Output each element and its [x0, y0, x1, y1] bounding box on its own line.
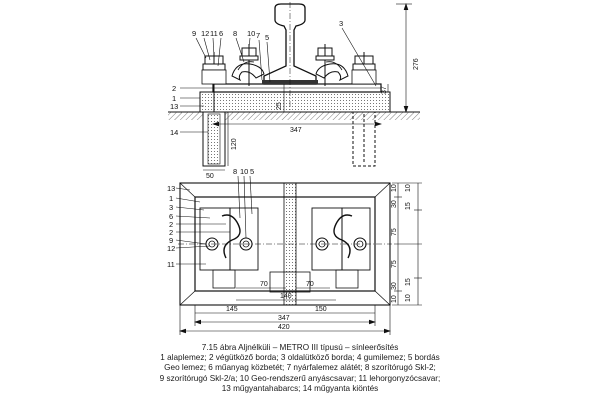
callout-7: 7 [256, 31, 260, 40]
plan-callout-2a: 2 [169, 220, 173, 229]
callout-3: 3 [339, 19, 343, 28]
plan-dim-145: 145 [226, 306, 238, 313]
clip-right [315, 63, 349, 82]
plan-callout-13: 13 [167, 184, 175, 193]
dim-25-label: 25 [276, 102, 283, 110]
plan-clip-right [333, 214, 353, 259]
dim-120-label: 120 [231, 138, 238, 150]
plan-callout-3: 3 [169, 203, 173, 212]
callout-10: 10 [247, 29, 255, 38]
caption-title: 7.15 ábra Aljnélküli – METRO III típusú … [201, 343, 399, 352]
dim-50-label: 50 [206, 173, 214, 180]
ground-hatch [168, 112, 420, 120]
caption-line-4: 13 műgyantahabarcs; 14 műgyanta kiöntés [221, 383, 379, 393]
dim-276-label: 276 [413, 58, 420, 70]
plan-dim-347: 347 [278, 315, 290, 322]
plan-dim-r5: 75 [391, 260, 398, 268]
section-labels: 9 12 11 6 8 10 7 5 3 2 1 13 14 276 25 37… [170, 19, 420, 180]
plan-dim-r7: 10 [405, 294, 412, 302]
plan-callout-2b: 2 [169, 228, 173, 237]
plan-dim-r1: 30 [391, 200, 398, 208]
plan-dim-bottom [179, 287, 391, 335]
concrete-slab [199, 91, 391, 113]
plan-clip-left [221, 214, 241, 259]
caption-line-2: Geo lemez; 6 műanyag közbetét; 7 nyárfal… [164, 363, 436, 373]
dim-width-347 [212, 121, 382, 127]
anchor-pit-right [352, 111, 376, 167]
plan-labels: 8 10 5 13 1 3 6 2 2 9 12 11 10 30 10 15 … [167, 167, 412, 331]
dim-height-276 [396, 3, 412, 113]
plan-dim-70a: 70 [260, 281, 268, 288]
callout-8: 8 [233, 29, 237, 38]
plan-callout-11: 11 [167, 260, 175, 269]
caption-line-1: 1 alaplemez; 2 végütköző borda; 3 oldalü… [160, 353, 440, 363]
anchor-bolt-left [201, 52, 227, 158]
plan-dim-420: 420 [278, 324, 290, 331]
plan-dim-140: 140 [280, 293, 292, 300]
rail-profile [263, 3, 317, 85]
plan-dim-r6: 15 [405, 278, 412, 286]
callout-12: 12 [201, 29, 209, 38]
plan-dim-150: 150 [315, 306, 327, 313]
plan-callout-12: 12 [167, 244, 175, 253]
clip-left [231, 63, 265, 82]
plan-dim-r2: 10 [405, 184, 412, 192]
callout-5: 5 [265, 33, 269, 42]
plan-dim-r8: 30 [391, 282, 398, 290]
plan-dim-chain [392, 182, 422, 306]
callout-11: 11 [210, 29, 218, 38]
callout-13: 13 [170, 102, 178, 111]
plan-callout-8: 8 [233, 167, 237, 176]
plan-dim-r4: 75 [391, 228, 398, 236]
plan-leaders [175, 175, 253, 265]
plan-dim-r9: 10 [391, 295, 398, 303]
bolt-left [239, 44, 259, 86]
callout-2: 2 [172, 84, 176, 93]
caption-line-3: 9 szorítórugó Skl-2/a; 10 Geo-rendszerű … [159, 373, 441, 383]
dim-347-label: 347 [290, 127, 302, 134]
section-view [168, 2, 420, 171]
bolt-right [315, 44, 335, 86]
plan-view [175, 175, 422, 335]
plan-callout-6: 6 [169, 212, 173, 221]
callout-14: 14 [170, 128, 178, 137]
section-leaders [180, 27, 377, 133]
callout-9: 9 [192, 29, 196, 38]
plan-dim-r0: 10 [391, 184, 398, 192]
plan-dim-r3: 15 [405, 202, 412, 210]
callout-1: 1 [172, 94, 176, 103]
dim-37-label: 37 [381, 86, 388, 94]
figure-caption: 7.15 ábra Aljnélküli – METRO III típusú … [0, 343, 600, 394]
plan-callout-10: 10 [240, 167, 248, 176]
plan-callout-1: 1 [169, 194, 173, 203]
fastening-drawing: 9 12 11 6 8 10 7 5 3 2 1 13 14 276 25 37… [167, 2, 422, 335]
callout-6: 6 [219, 29, 223, 38]
anchor-bolt-right [351, 52, 377, 85]
plan-callout-9: 9 [169, 236, 173, 245]
plan-callout-5: 5 [250, 167, 254, 176]
plan-dim-70b: 70 [306, 281, 314, 288]
